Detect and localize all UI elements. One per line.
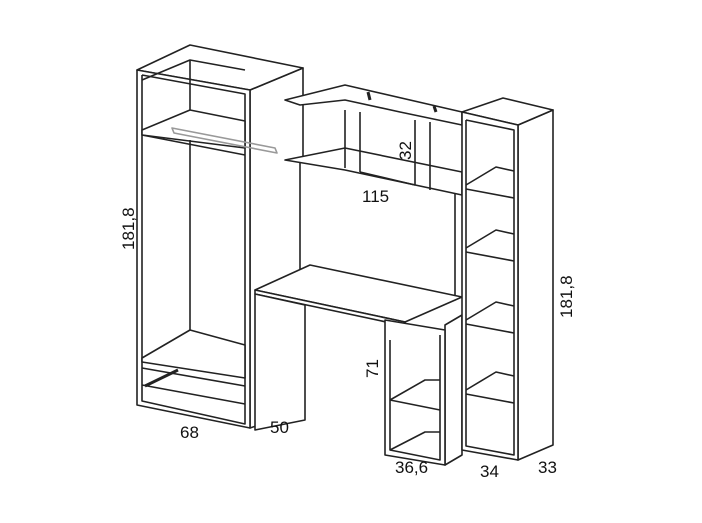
bookcase-shelf: [465, 371, 515, 391]
desk: [254, 84, 463, 466]
drawer-unit-width-label: 36,6: [395, 458, 428, 477]
desk-height-label: 71: [363, 359, 382, 378]
desk-width-label: 115: [362, 187, 389, 206]
bookcase-shelf-edge: [465, 188, 515, 199]
bookcase-depth-label: 33: [538, 458, 557, 477]
bookcase-shelf: [465, 166, 515, 186]
wardrobe-width-label: 68: [180, 423, 199, 442]
bookcase-shelf-edge: [465, 393, 515, 404]
bookcase-shelf-edge: [465, 251, 515, 262]
bookcase-width-label: 34: [480, 462, 499, 481]
wardrobe-height-label: 181,8: [119, 207, 138, 250]
wardrobe-depth-label: 50: [270, 418, 289, 437]
bookcase-shelf: [465, 301, 515, 321]
bookcase-height-label: 181,8: [557, 275, 576, 318]
bookcase-shelf: [465, 229, 515, 249]
bookcase: [461, 97, 554, 461]
bookcase-shelf-edge: [465, 323, 515, 334]
shelf-height-label: 32: [396, 141, 415, 160]
